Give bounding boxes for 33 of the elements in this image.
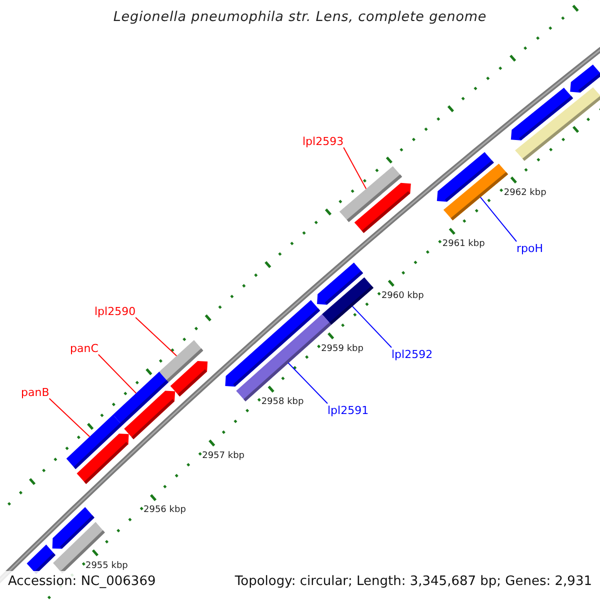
map-title: Legionella pneumophila str. Lens, complete genome — [112, 9, 488, 25]
gene-label: lpl2591 — [328, 404, 369, 416]
tick-label: 2959 kbp — [321, 344, 364, 354]
tick-label: 2955 kbp — [85, 560, 128, 571]
leader-line — [480, 196, 517, 242]
gene-label: lpl2593 — [302, 134, 344, 148]
gene-bar — [570, 64, 600, 93]
leader-line — [48, 398, 90, 438]
leader-line — [343, 147, 367, 190]
gene-bar — [436, 152, 494, 202]
gene-bar — [225, 300, 320, 387]
gene-bar — [76, 434, 129, 484]
gene-bar — [52, 507, 94, 549]
tick-label: 2960 kbp — [381, 290, 424, 301]
gene-label: lpl2592 — [392, 348, 433, 360]
leader-line — [135, 317, 178, 356]
tick-label: 2957 kbp — [202, 450, 245, 461]
tick-label: 2958 kbp — [261, 396, 304, 407]
gene-label: rpoH — [516, 242, 544, 254]
gene-label: panB — [21, 386, 50, 398]
tick-label: 2962 kbp — [504, 188, 546, 198]
gene-bar — [354, 182, 411, 233]
tick-label: 2961 kbp — [442, 239, 485, 250]
gene-bar — [170, 361, 208, 396]
leader-line — [98, 354, 137, 394]
gene-bar — [317, 262, 364, 305]
gene-label: lpl2590 — [94, 304, 136, 318]
gene-bar — [510, 88, 574, 140]
gene-bar — [124, 390, 176, 440]
leader-line — [352, 306, 392, 348]
gene-label: panC — [70, 342, 98, 354]
tick-label: 2956 kbp — [144, 505, 186, 516]
leader-line — [288, 362, 328, 404]
